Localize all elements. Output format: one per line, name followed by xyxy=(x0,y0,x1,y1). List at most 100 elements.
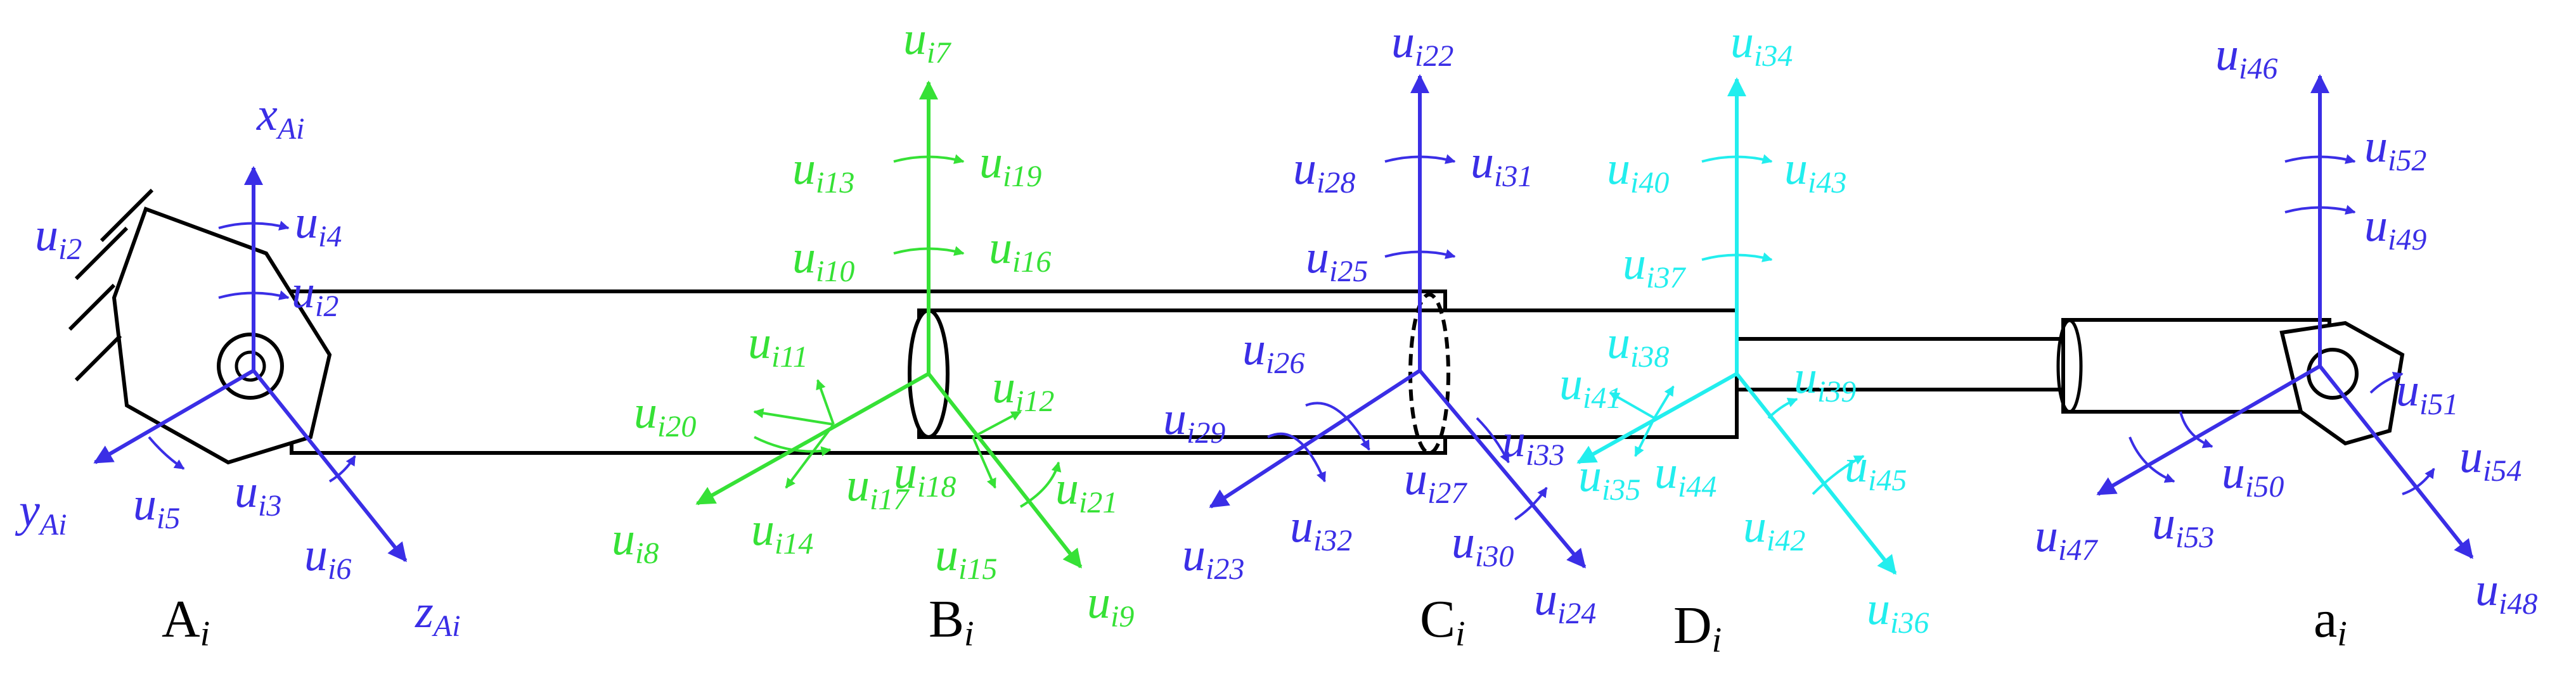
rotation-arrow-u6 xyxy=(328,455,356,483)
u24-axis-arrow xyxy=(1418,369,1587,569)
label-u-i32: ui32 xyxy=(1290,500,1352,557)
u48-axis-arrow xyxy=(2318,365,2474,559)
label-u-i4: ui4 xyxy=(295,196,342,253)
label-u-i35: ui35 xyxy=(1578,450,1640,507)
point-label-c: Ci xyxy=(1420,590,1465,654)
label-u-i16: ui16 xyxy=(989,222,1051,279)
label-u-i30: ui30 xyxy=(1452,516,1514,573)
rotation-arrow-u30 xyxy=(1514,486,1548,521)
rotation-arrow-u5 xyxy=(148,436,185,470)
rotation-arrow-u2 xyxy=(218,290,290,300)
base-joint-hatching xyxy=(68,188,154,382)
point-label-a-lower: ai xyxy=(2314,590,2347,654)
frame-a-end-labels: ui46 ui52 ui49 ui51 ui50 ui54 ui53 ui47 … xyxy=(2035,29,2537,621)
z-axis-label: zAi xyxy=(415,586,460,643)
end-cylinder-cap xyxy=(2056,319,2083,414)
middle-cylinder xyxy=(917,308,1739,439)
label-u-i31: ui31 xyxy=(1471,136,1533,193)
label-u-i18: ui18 xyxy=(894,447,956,504)
label-u-i9: ui9 xyxy=(1087,576,1134,633)
label-u-i10: ui10 xyxy=(792,231,854,288)
label-u-i25: ui25 xyxy=(1306,231,1368,288)
rotation-arrow-u42 xyxy=(1812,455,1865,495)
label-u-i38: ui38 xyxy=(1607,317,1669,374)
frame-b-labels: ui7 ui13 ui19 ui10 ui16 ui11 ui12 ui20 u… xyxy=(612,13,1134,633)
label-u-i15: ui15 xyxy=(935,529,997,586)
label-u-i13: ui13 xyxy=(792,143,854,200)
y-axis-arrow xyxy=(93,369,255,464)
u12-arrow xyxy=(972,410,1022,438)
label-u-i43: ui43 xyxy=(1784,143,1846,200)
frame-c-axes xyxy=(1209,74,1587,569)
label-u-i54: ui54 xyxy=(2459,431,2521,488)
label-u-i48: ui48 xyxy=(2475,564,2537,621)
label-u-i49: ui49 xyxy=(2364,200,2426,257)
rotation-arrow-u50 xyxy=(2179,411,2213,448)
end-joint-pin xyxy=(2307,348,2359,400)
u35-axis-arrow xyxy=(1576,372,1738,464)
rotation-arrow-u4 xyxy=(218,220,290,231)
label-u-i53: ui53 xyxy=(2152,497,2214,554)
label-u-i14: ui14 xyxy=(751,504,813,561)
u14-arrow xyxy=(785,423,835,489)
label-u-i24: ui24 xyxy=(1534,573,1596,630)
cylinder-ring-c xyxy=(1408,293,1450,455)
label-u-i26: ui26 xyxy=(1242,323,1304,380)
frame-b-axes xyxy=(695,80,1083,569)
label-u-i45: ui45 xyxy=(1845,440,1907,497)
label-u-i6: ui6 xyxy=(304,529,351,586)
rotation-arrow-u17 xyxy=(754,436,832,457)
label-u-i52: ui52 xyxy=(2364,120,2426,177)
rotation-arrow-u29 xyxy=(1267,433,1326,483)
label-u-i11: ui11 xyxy=(748,317,808,374)
frame-d-axes xyxy=(1576,77,1897,575)
z-axis-arrow xyxy=(252,369,408,563)
u9-axis-arrow xyxy=(927,372,1083,569)
label-u-i29: ui29 xyxy=(1163,393,1225,450)
label-u-i3: ui3 xyxy=(235,466,281,523)
point-label-a-upper: Ai xyxy=(162,590,210,654)
point-label-d: Di xyxy=(1673,596,1722,660)
rotation-arrow-u31 xyxy=(1384,154,1456,164)
frame-a-labels: xAi yAi zAi ui2 ui4 ui2 ui5 ui3 ui6 xyxy=(15,89,460,643)
label-u-i17: ui17 xyxy=(846,459,910,516)
label-u-i22: ui22 xyxy=(1391,16,1453,73)
label-u-i41: ui41 xyxy=(1559,358,1621,415)
rotation-arrow-u39 xyxy=(1767,397,1798,419)
label-u-i44: ui44 xyxy=(1654,447,1716,504)
rotation-arrow-u26 xyxy=(1305,402,1370,451)
label-u-i2: ui2 xyxy=(35,209,82,266)
rotation-arrow-u27 xyxy=(1476,417,1510,464)
thin-rod xyxy=(1735,337,2068,391)
label-u-i42: ui42 xyxy=(1743,500,1805,557)
u23-axis-arrow xyxy=(1209,369,1421,509)
mechanism-drawing xyxy=(68,188,2405,465)
label-u-i5: ui5 xyxy=(133,478,180,535)
label-u-i36: ui36 xyxy=(1867,583,1929,640)
label-u-i50: ui50 xyxy=(2222,447,2284,504)
rotation-arrow-u53 xyxy=(2128,436,2175,483)
u47-axis-arrow xyxy=(2096,364,2321,496)
label-u-i20: ui20 xyxy=(634,386,696,443)
rotation-arrow-u49 xyxy=(2284,205,2356,215)
point-labels: Ai Bi Ci Di ai xyxy=(162,590,2347,660)
u44-arrow xyxy=(1634,417,1656,457)
u36-axis-arrow xyxy=(1735,372,1897,575)
u41-arrow xyxy=(1609,391,1655,419)
label-u-i37: ui37 xyxy=(1623,238,1686,295)
label-u-i2-second: ui2 xyxy=(292,266,338,323)
frame-d-labels: ui34 ui40 ui43 ui37 ui38 ui39 ui41 ui35 … xyxy=(1559,16,1929,640)
point-label-b: Bi xyxy=(929,590,974,654)
frame-c-labels: ui22 ui28 ui31 ui25 ui26 ui29 ui33 ui27 … xyxy=(1163,16,1596,630)
rotation-arrow-u16 xyxy=(893,246,965,256)
u11-arrow xyxy=(816,379,835,425)
rotation-arrow-u19 xyxy=(893,154,965,164)
u8-axis-arrow xyxy=(695,372,930,505)
rotation-arrow-u37 xyxy=(1701,252,1773,262)
label-u-i7: ui7 xyxy=(903,13,951,70)
rotation-arrow-u21 xyxy=(1019,461,1062,508)
label-u-i40: ui40 xyxy=(1607,143,1669,200)
u38-arrow xyxy=(1653,385,1675,419)
